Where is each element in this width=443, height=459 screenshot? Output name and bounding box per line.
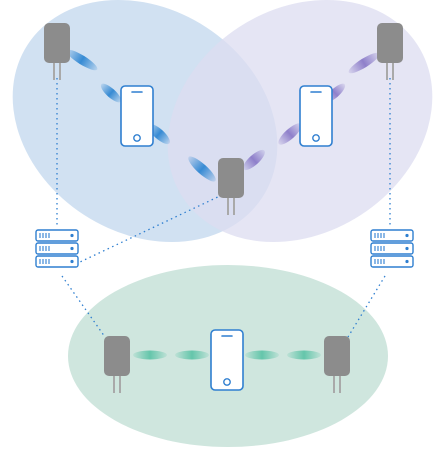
phone-icon [210, 329, 244, 391]
link-ap-center-server-left [79, 194, 223, 263]
link-server-right-ap-bottomright [347, 275, 386, 338]
server-icon [370, 229, 414, 268]
server-icon [35, 229, 79, 268]
phone-icon [299, 85, 333, 147]
phone-icon [120, 85, 154, 147]
backhaul-links [56, 78, 391, 338]
beams-green [133, 350, 321, 360]
